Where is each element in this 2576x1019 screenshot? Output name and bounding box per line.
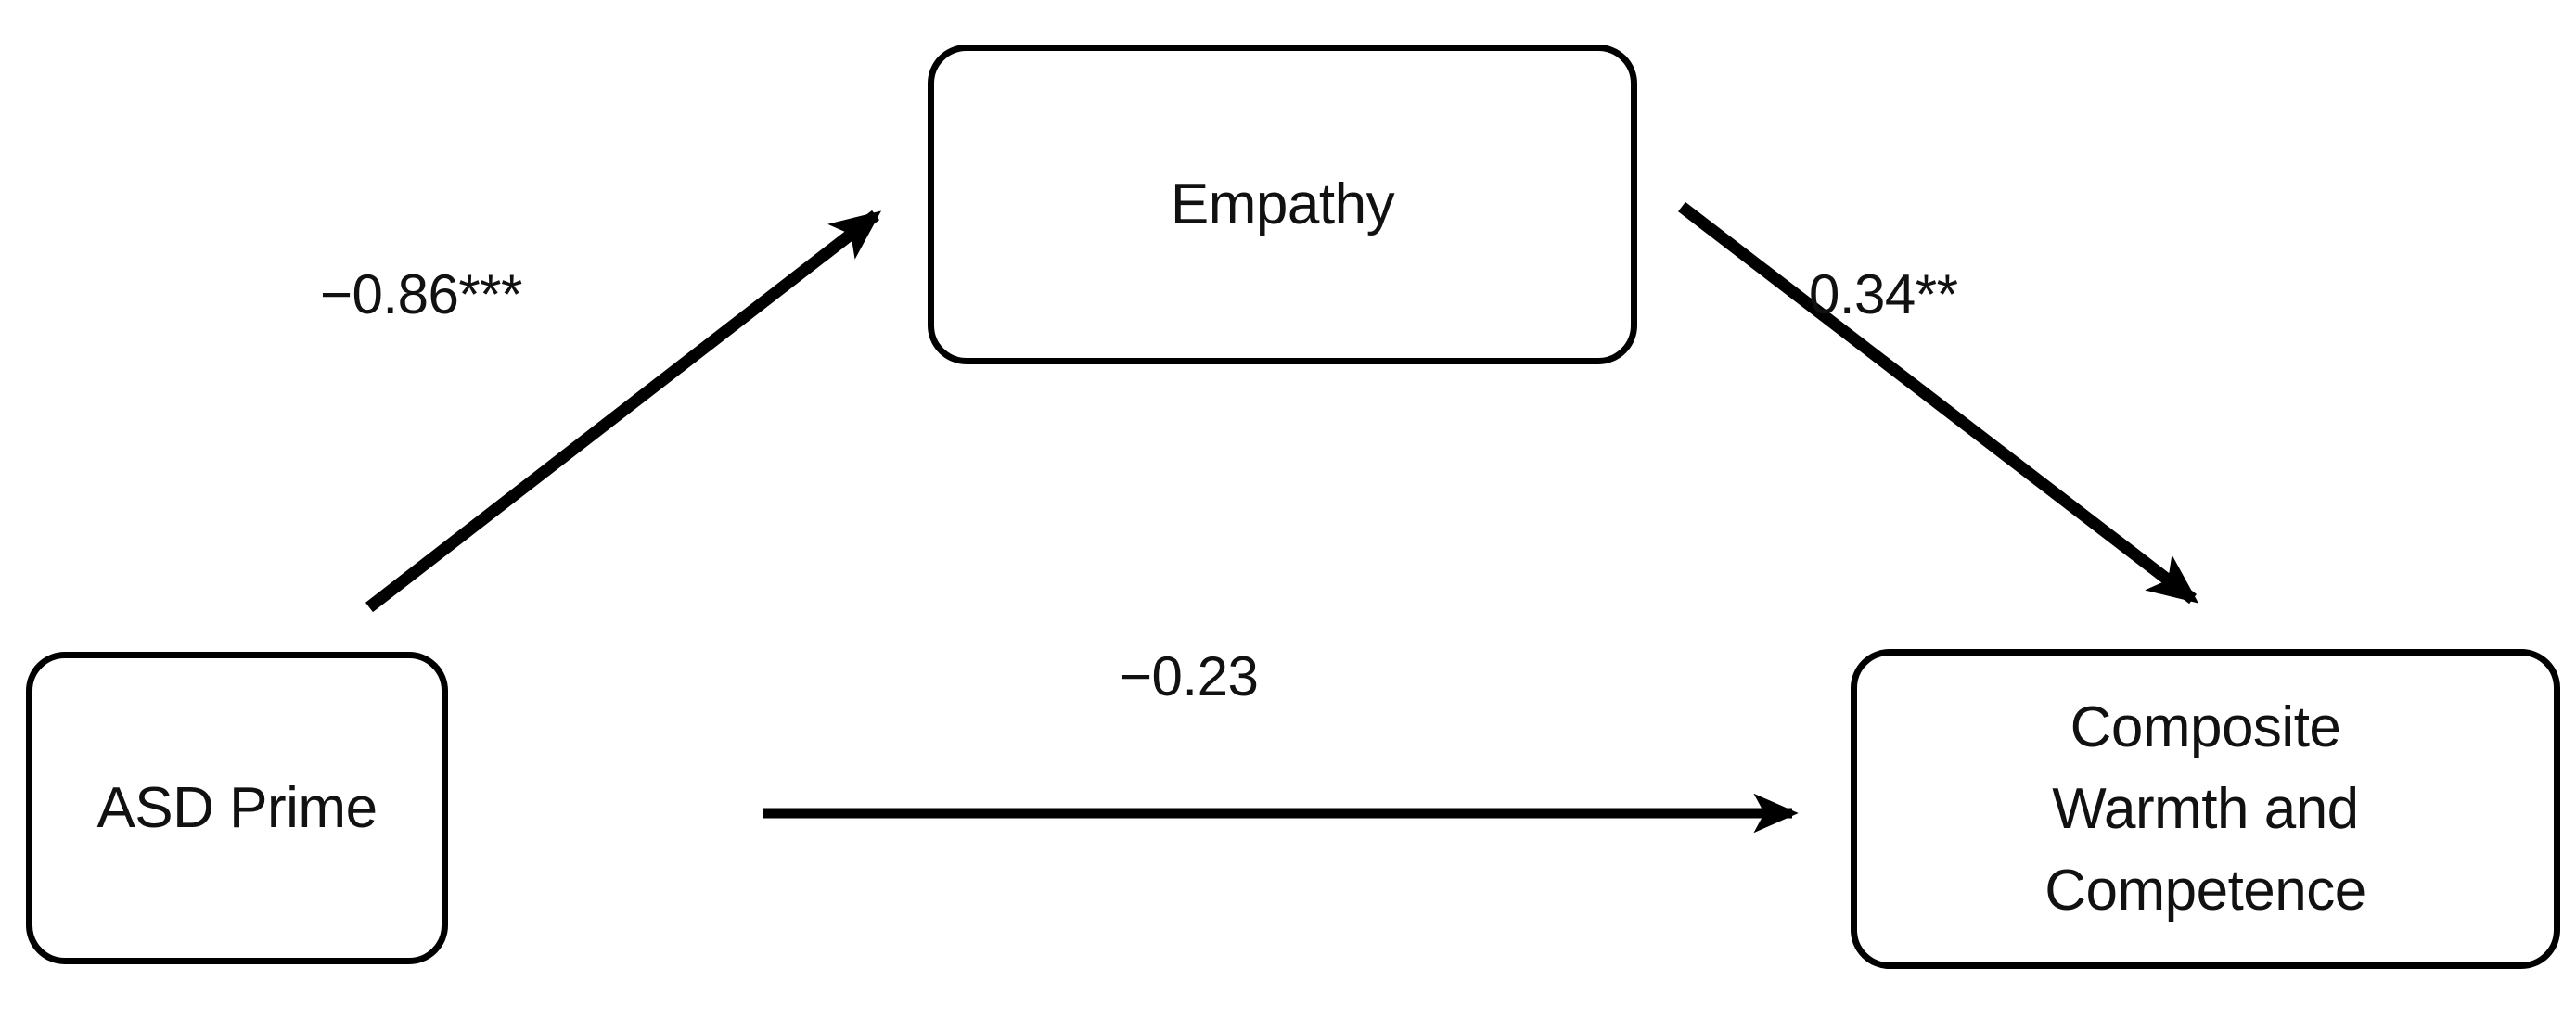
node-empathy: Empathy bbox=[928, 45, 1637, 364]
path-label-c-prime: −0.23 bbox=[1120, 645, 1259, 707]
node-empathy-label: Empathy bbox=[1170, 172, 1395, 236]
node-composite-warmth-competence-label: Composite Warmth and Competence bbox=[2044, 694, 2366, 923]
arrow-b-path bbox=[1678, 201, 2199, 605]
path-label-b: 0.34** bbox=[1809, 263, 1958, 325]
node-asd-prime: ASD Prime bbox=[26, 652, 448, 964]
node-asd-prime-label: ASD Prime bbox=[96, 775, 378, 840]
path-label-a: −0.86*** bbox=[320, 263, 522, 325]
node-composite-warmth-competence: Composite Warmth and Competence bbox=[1851, 649, 2560, 969]
arrow-a-path bbox=[365, 210, 882, 613]
